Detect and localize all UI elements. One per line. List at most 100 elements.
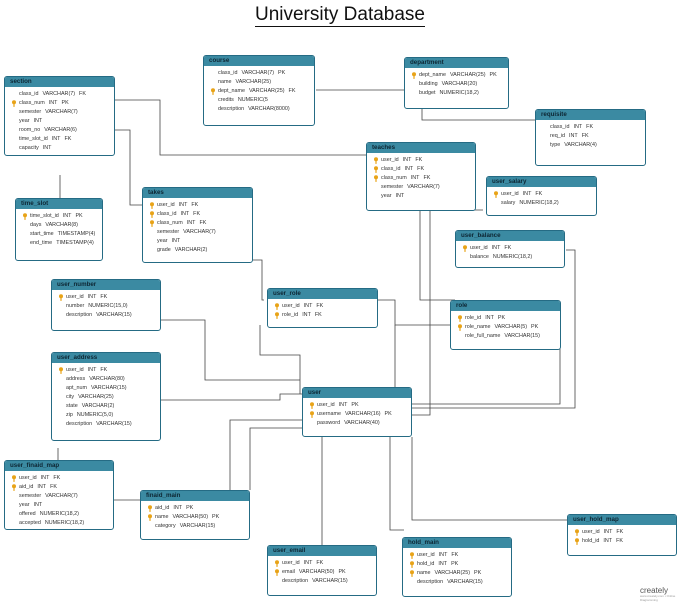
table-header: department [405, 58, 508, 68]
rel-line [250, 259, 264, 301]
table-header: course [204, 56, 314, 66]
rel-line [378, 299, 450, 326]
key-icon [374, 166, 378, 173]
key-icon [148, 514, 152, 521]
table-header: user [303, 388, 411, 398]
rel-line [115, 129, 142, 206]
rel-line [115, 99, 368, 156]
table-header: user_hold_map [568, 515, 676, 525]
key-icon [374, 157, 378, 164]
key-icon [275, 303, 279, 310]
table-header: requisite [536, 110, 645, 120]
key-icon [59, 294, 63, 301]
key-icon [275, 569, 279, 576]
table-header: user_balance [456, 231, 564, 241]
table-header: role [451, 301, 560, 311]
key-icon [310, 411, 314, 418]
key-icon [374, 175, 378, 182]
key-icon [575, 538, 579, 545]
table-header: teaches [367, 143, 475, 153]
key-icon [12, 484, 16, 491]
key-icon [150, 220, 154, 227]
rel-line [412, 249, 576, 409]
table-header: takes [143, 188, 252, 198]
key-icon [211, 88, 215, 95]
key-icon [310, 402, 314, 409]
rel-line [412, 340, 561, 405]
rel-line [249, 427, 302, 490]
key-icon [463, 245, 467, 252]
table-header: user_email [268, 546, 376, 556]
table-header: user_address [52, 353, 160, 363]
key-icon [150, 211, 154, 218]
creately-logo: creately www.creately.com • Online Diagr… [640, 586, 676, 602]
table-header: user_salary [487, 177, 596, 187]
rel-line [421, 108, 535, 121]
table-header: finaid_main [141, 491, 249, 501]
key-icon [412, 72, 416, 79]
table-header: user_finaid_map [5, 461, 113, 471]
